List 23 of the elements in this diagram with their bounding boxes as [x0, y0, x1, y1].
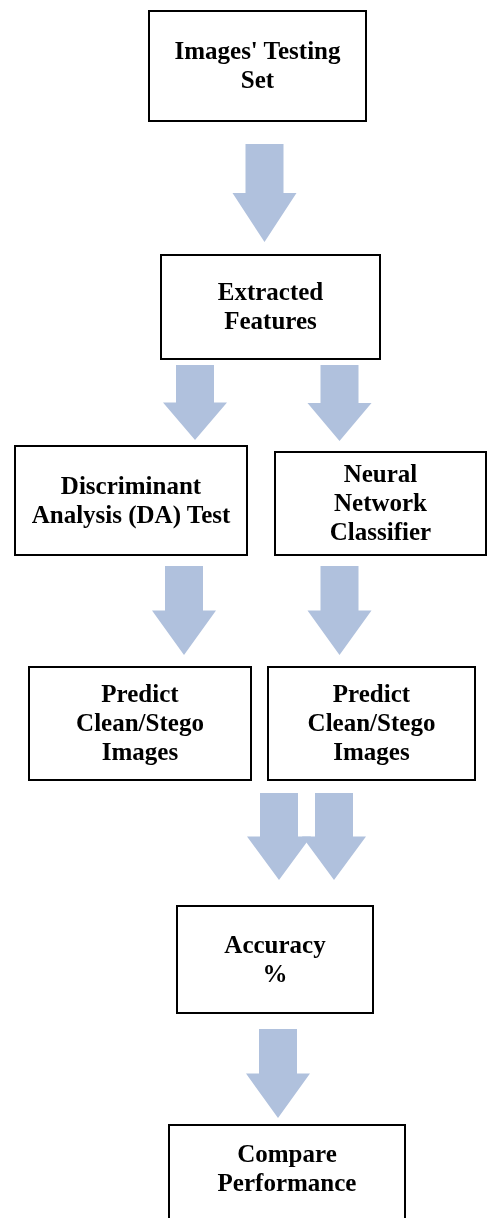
process-box — [28, 666, 252, 781]
process-box — [160, 254, 381, 360]
block-arrow — [302, 793, 366, 880]
box-label: Neural Network Classifier — [328, 460, 433, 547]
process-box — [267, 666, 476, 781]
box-label: Accuracy % — [223, 930, 327, 989]
box-label: Predict Clean/Stego Images — [306, 680, 437, 767]
box-label: Extracted Features — [216, 278, 325, 336]
block-arrow — [307, 365, 372, 441]
block-arrow — [307, 566, 372, 655]
process-box — [14, 445, 248, 556]
block-arrow — [232, 144, 297, 242]
block-arrow — [152, 566, 216, 655]
process-box — [148, 10, 367, 122]
process-box — [176, 905, 374, 1014]
box-label: Compare Performance — [216, 1140, 358, 1198]
box-label: Discriminant Analysis (DA) Test — [31, 471, 231, 530]
block-arrow — [246, 1029, 310, 1118]
box-label: Images' Testing Set — [173, 37, 342, 95]
block-arrow — [163, 365, 227, 440]
box-label: Predict Clean/Stego Images — [75, 680, 205, 767]
process-box — [168, 1124, 406, 1218]
process-box — [274, 451, 487, 556]
